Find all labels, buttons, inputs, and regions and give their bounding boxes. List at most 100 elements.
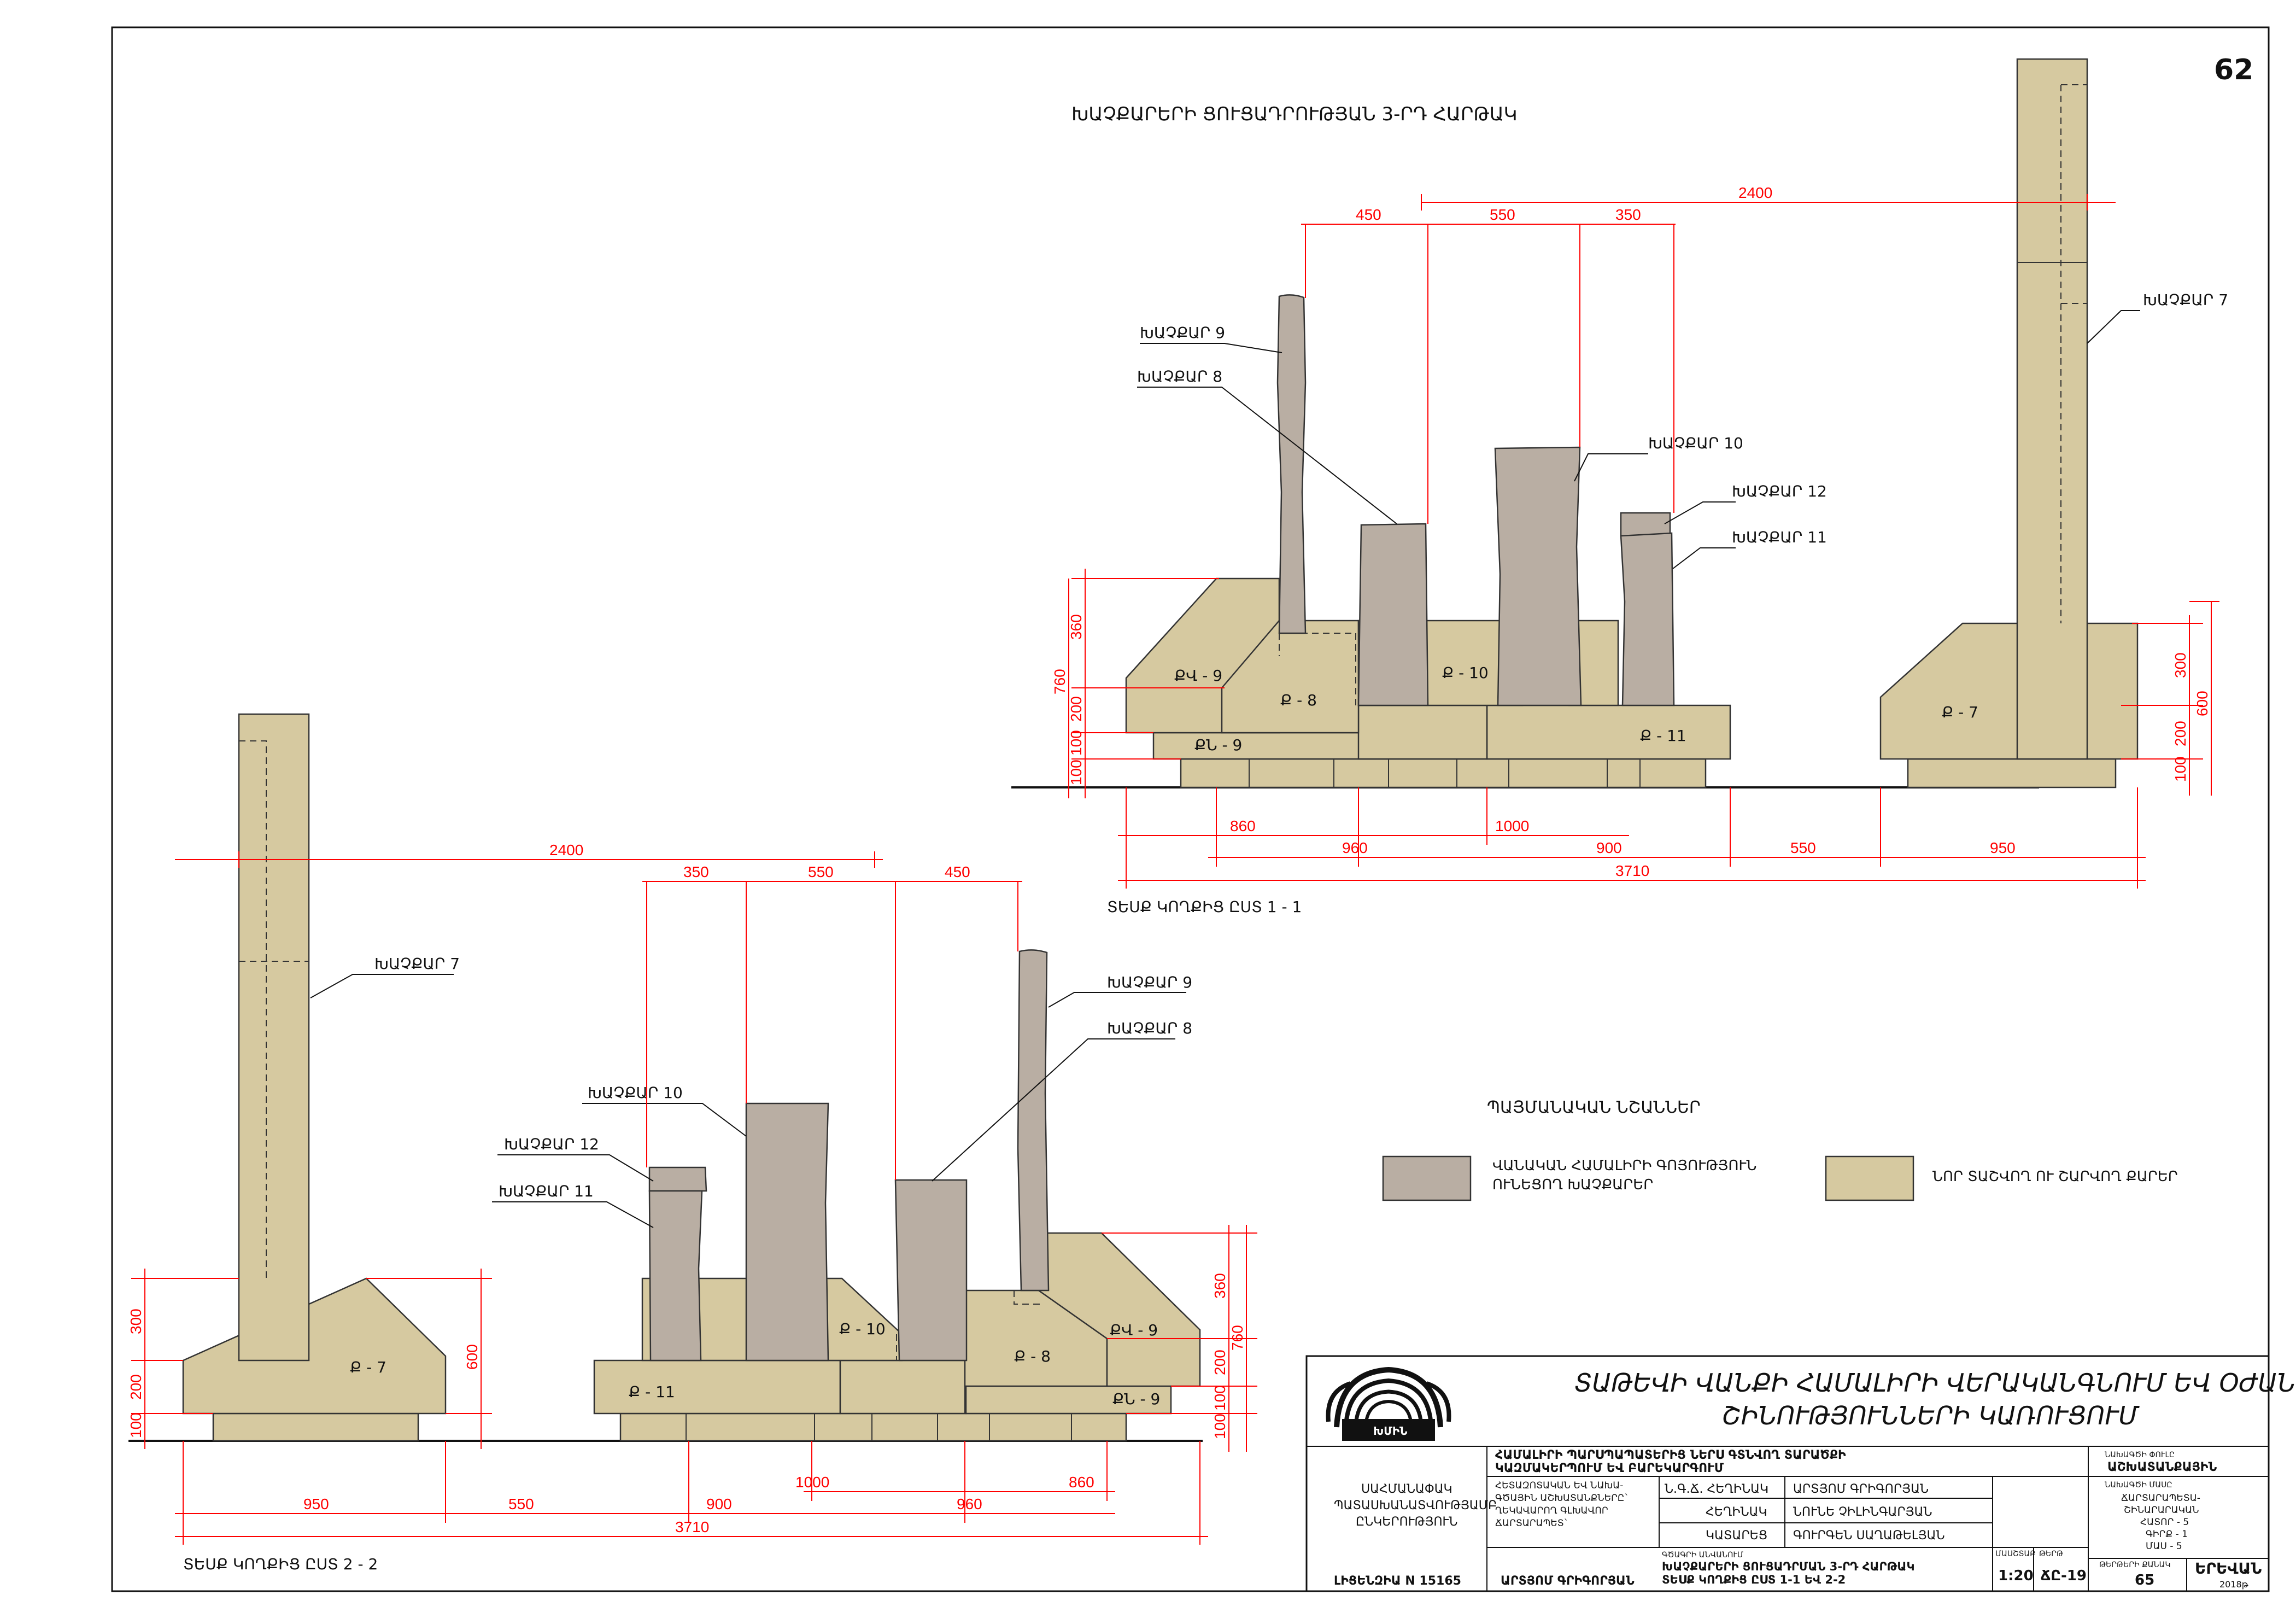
project-title-2: ՇԻՆՈՒԹՅՈՒՆՆԵՐԻ ԿԱՌՈՒՑՈՒՄ: [1722, 1401, 2140, 1430]
role-2-name: ՆՈՒՆԵ ՉԻԼԻՆԳԱՐՅԱՆ: [1793, 1505, 1932, 1519]
callout-12-2: ԽԱՉՔԱՐ 12: [504, 1135, 599, 1153]
dim-360-2: 360: [1211, 1273, 1228, 1299]
label-q8-2: Ք - 8: [1014, 1347, 1051, 1365]
label-q11-2: Ք - 11: [629, 1383, 675, 1401]
dim-100a-1: 100: [1068, 730, 1085, 756]
dim-360-1: 360: [1068, 614, 1085, 640]
dim-550b-1: 550: [1790, 839, 1816, 856]
dim-200r-2: 200: [1211, 1350, 1228, 1375]
caption-1-1: ՏԵՍՔ ԿՈՂՔԻՑ ԸՍՏ 1 - 1: [1107, 898, 1302, 916]
callout-8-1: ԽԱՉՔԱՐ 8: [1137, 367, 1222, 385]
dim-900-1: 900: [1596, 839, 1622, 856]
scale-label: ՄԱՍՇՏԱԲ: [1995, 1550, 2036, 1558]
dim-860-2: 860: [1069, 1474, 1094, 1491]
callout-9-1: ԽԱՉՔԱՐ 9: [1140, 324, 1225, 342]
dim-950-1: 950: [1990, 839, 2016, 856]
dim-760-2: 760: [1229, 1325, 1246, 1351]
total-sheets-label: ԹԵՐԹԵՐԻ ՔԱՆԱԿ: [2099, 1561, 2171, 1569]
legend: ՊԱՅՄԱՆԱԿԱՆ ՆՇԱՆՆԵՐ ՎԱՆԱԿԱՆ ՀԱՄԱԼԻՐԻ ԳՈՅՈ…: [1382, 1098, 2178, 1201]
plinth-2: [619, 1412, 1127, 1442]
khachkar-11-1: [1620, 532, 1675, 706]
dim-3710-1: 3710: [1615, 862, 1649, 879]
object-sub1: ՀԵՏԱԶՈՏԱԿԱՆ ԵՎ ՆԱԽԱ-: [1495, 1480, 1623, 1491]
callout-12-1: ԽԱՉՔԱՐ 12: [1732, 482, 1827, 500]
callout-7-2: ԽԱՉՔԱՐ 7: [374, 955, 460, 973]
block-qv9-2: [1038, 1232, 1201, 1387]
plinth-1: [1180, 758, 1707, 788]
dim-350-1: 350: [1615, 206, 1641, 223]
role-2: ՀԵՂԻՆԱԿ: [1706, 1505, 1767, 1519]
logo-text: ԽՄԻՆ: [1373, 1424, 1407, 1438]
callout-10-1: ԽԱՉՔԱՐ 10: [1648, 434, 1743, 452]
callout-8-2: ԽԱՉՔԱՐ 8: [1107, 1019, 1192, 1037]
label-q10-2: Ք - 10: [839, 1320, 886, 1338]
sheet-code: ՃԸ-19: [2041, 1568, 2087, 1584]
callout-11-2: ԽԱՉՔԱՐ 11: [499, 1182, 594, 1200]
drawing-name-label: ԳԾԱԳՐԻ ԱՆՎԱՆՈՒՄ: [1662, 1551, 1743, 1559]
scale-value: 1:20: [1998, 1568, 2034, 1584]
project-title-1: ՏԱԹԵՎԻ ՎԱՆՔԻ ՀԱՄԱԼԻՐԻ ՎԵՐԱԿԱՆԳՆՈՒՄ ԵՎ ՕԺ…: [1574, 1368, 2296, 1398]
company-line3: ԸՆԿԵՐՈՒԹՅՈՒՆ: [1356, 1515, 1457, 1529]
part-line5: ՄԱՍ - 5: [2146, 1541, 2182, 1552]
label-qn9-1: ՔՆ - 9: [1194, 736, 1242, 754]
block-mid-row: [1357, 704, 1488, 760]
phase-label: ՆԱԽԱԳԾԻ ՓՈՒԼԸ: [2105, 1451, 2175, 1459]
legend-old-line1: ՎԱՆԱԿԱՆ ՀԱՄԱԼԻՐԻ ԳՈՅՈՒԹՅՈՒՆ: [1492, 1158, 1756, 1174]
dim-200-2: 200: [127, 1374, 144, 1400]
dim-100b-1: 100: [1068, 760, 1085, 785]
part-line1: ՃԱՐՏԱՐԱՊԵՏԱ-: [2121, 1493, 2200, 1504]
dim-100-2: 100: [127, 1412, 144, 1438]
dim-600-2: 600: [464, 1344, 481, 1370]
dim-550b-2: 550: [508, 1496, 534, 1512]
dim-760-1: 760: [1051, 669, 1068, 694]
sheet-frame: [111, 26, 2270, 1592]
legend-new-line1: ՆՈՐ ՏԱՇՎՈՂ ՈՒ ՇԱՐՎՈՂ ՔԱՐԵՐ: [1932, 1169, 2178, 1185]
khachkar-12-1: [1620, 512, 1671, 537]
label-q8-1: Ք - 8: [1280, 691, 1317, 709]
object-line1: ՀԱՄԱԼԻՐԻ ՊԱՐՍՊԱՊԱՏԵՐԻՑ ՆԵՐՍ ԳՏՆՎՈՂ ՏԱՐԱԾ…: [1495, 1448, 1846, 1462]
khachkar-10-1: [1494, 446, 1582, 706]
view-2-2: Ք - 7 Ք - 11 Ք - 10 Ք - 8 ՔՎ - 9 ՔՆ - 9 …: [127, 713, 1257, 1573]
block-q11: [1486, 704, 1731, 760]
caption-2-2: ՏԵՍՔ ԿՈՂՔԻՑ ԸՍՏ 2 - 2: [183, 1555, 378, 1573]
company-line1: ՍԱՀՄԱՆԱՓԱԿ: [1361, 1482, 1452, 1496]
dim-450-1: 450: [1356, 206, 1381, 223]
block-q7-2: [182, 1277, 447, 1415]
title-block: ԽՄԻՆ ՏԱԹԵՎԻ ՎԱՆՔԻ ՀԱՄԱԼԻՐԻ ՎԵՐԱԿԱՆԳՆՈՒՄ …: [1305, 1355, 2296, 1592]
label-q10-1: Ք - 10: [1442, 664, 1489, 682]
plinth-7-base: [1907, 758, 2117, 788]
callout-11-1: ԽԱՉՔԱՐ 11: [1732, 528, 1827, 546]
khachkar-7-stele-2: [238, 713, 310, 1362]
khachkar-10-2: [745, 1102, 829, 1362]
block-q7: [1879, 622, 2139, 760]
khachkar-9-2: [1017, 949, 1050, 1292]
khachkar-8-2: [894, 1179, 968, 1362]
dim-300-1: 300: [2172, 652, 2189, 678]
role-3: ԿԱՏԱՐԵՑ: [1706, 1529, 1767, 1543]
khachkar-9-1: [1276, 294, 1307, 634]
dim-2400-1: 2400: [1738, 184, 1772, 201]
part-label: ՆԱԽԱԳԾԻ ՄԱՍԸ: [2105, 1481, 2172, 1489]
dim-550-2: 550: [808, 863, 834, 880]
role-1-name: ԱՐՏՅՈՄ ԳՐԻԳՈՐՅԱՆ: [1793, 1482, 1929, 1496]
page-number: 62: [2214, 54, 2253, 86]
dim-550-1: 550: [1490, 206, 1515, 223]
sheet-code-label: ԹԵՐԹ: [2039, 1550, 2063, 1558]
block-row2-mid: [839, 1359, 967, 1415]
drawing-name-1: ԽԱՉՔԱՐԵՐԻ ՑՈՒՑԱԴՐՄԱՆ 3-ՐԴ ՀԱՐԹԱԿ: [1662, 1560, 1914, 1573]
company-line2: ՊԱՏԱՍԽԱՆԱՏՎՈՒԹՅԱՄԲ: [1334, 1499, 1497, 1512]
label-qv9-1: ՔՎ - 9: [1174, 667, 1222, 685]
dim-350-2: 350: [683, 863, 709, 880]
legend-title: ՊԱՅՄԱՆԱԿԱՆ ՆՇԱՆՆԵՐ: [1487, 1098, 1701, 1117]
dim-960-1: 960: [1342, 839, 1368, 856]
dim-200r-1: 200: [2172, 721, 2189, 746]
part-line4: ԳԻՐՔ - 1: [2146, 1529, 2188, 1540]
label-q11-1: Ք - 11: [1640, 727, 1686, 745]
label-q7-2: Ք - 7: [350, 1358, 386, 1376]
label-qv9-2: ՔՎ - 9: [1110, 1321, 1158, 1339]
dim-860-1: 860: [1230, 817, 1256, 834]
view-1-1: ՔՎ - 9 Ք - 8 Ք - 10 ՔՆ - 9 Ք - 11 Ք - 7 …: [1011, 58, 2228, 916]
dim-950-2: 950: [303, 1496, 329, 1512]
plinth-7b: [212, 1412, 419, 1442]
